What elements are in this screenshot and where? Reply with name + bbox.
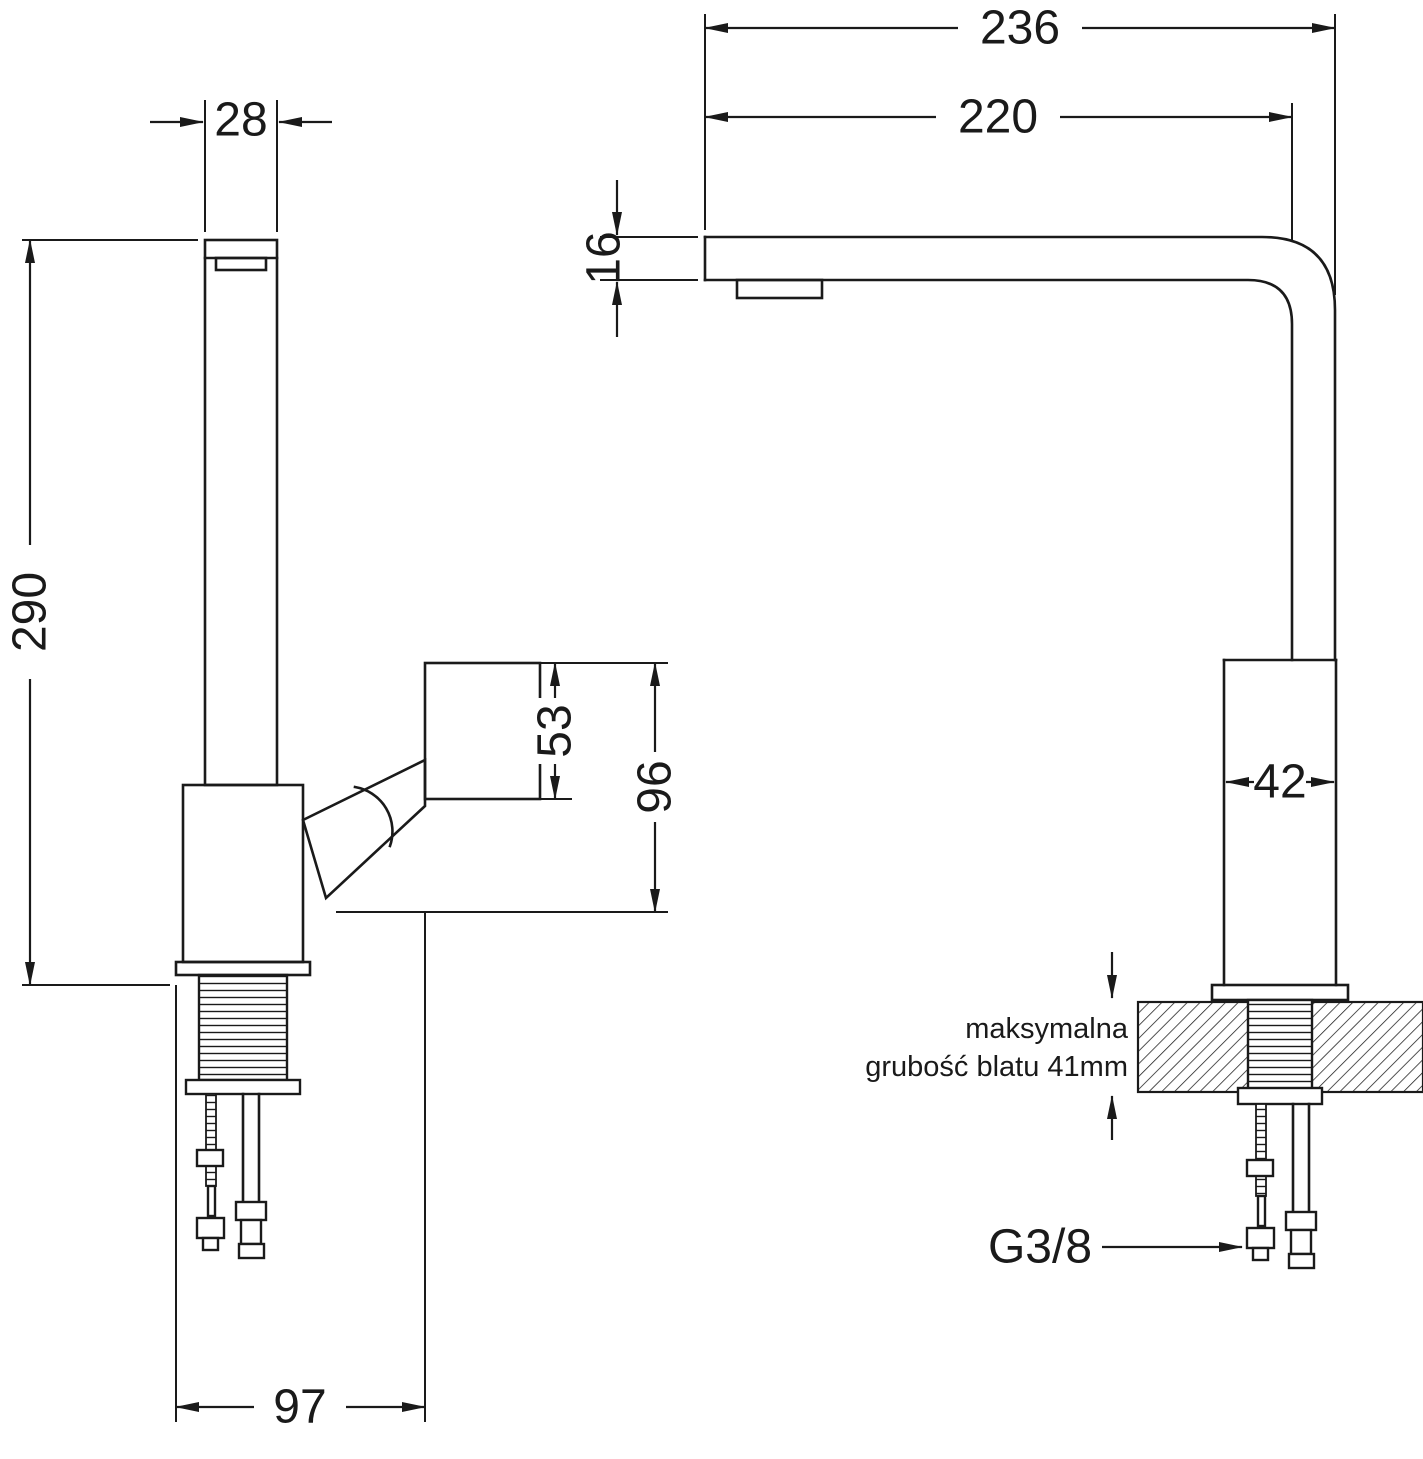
dim96-mask (628, 752, 682, 822)
side-threaded-stud (197, 973, 289, 1082)
dim-total-height: 290 (4, 572, 57, 652)
dim-spout-width: 28 (214, 94, 267, 147)
front-rod-stem (1256, 1194, 1267, 1228)
dim290-mask (4, 545, 58, 679)
front-base-flange (1210, 983, 1350, 1002)
front-view (703, 235, 1423, 1270)
front-spout-inner-edge (703, 278, 1294, 662)
side-hose-cap (237, 1242, 266, 1260)
front-rod-end-nut (1245, 1226, 1276, 1250)
dim53-mask (528, 698, 582, 764)
dim97-mask (254, 1381, 346, 1433)
dim-spout-thickness: 16 (578, 231, 631, 284)
dim220-mask (936, 92, 1060, 142)
side-washer (184, 1078, 302, 1096)
side-hose-fitting (239, 1218, 263, 1246)
front-aerator (735, 278, 824, 300)
front-hose-nut (1284, 1210, 1318, 1232)
front-rod-nut (1245, 1158, 1275, 1178)
thread-size-label: G3/8 (988, 1221, 1092, 1274)
front-view-dimensions: 236 220 16 42 maksymalna grubość blatu 4… (578, 2, 1336, 1274)
side-handle-pivot-line (353, 785, 394, 848)
front-hose-cap (1287, 1252, 1316, 1270)
front-mounting-rod (1255, 1103, 1267, 1197)
dim236-mask (958, 3, 1082, 53)
dim-overall-reach: 236 (980, 2, 1060, 55)
side-rod-end-nut (195, 1216, 226, 1240)
side-spout-cap-detail (214, 256, 268, 272)
side-spout-column (203, 238, 279, 787)
countertop-note-line2: grubość blatu 41mm (865, 1051, 1128, 1083)
front-rod-tip (1251, 1246, 1270, 1262)
countertop-note-line1: maksymalna (965, 1013, 1129, 1045)
front-threaded-stud (1246, 998, 1314, 1094)
dim-handle-assembly-height: 96 (629, 760, 682, 813)
side-view-dimensions: 28 290 53 96 97 (4, 94, 682, 1434)
side-mounting-rod (205, 1093, 217, 1187)
side-hose-nut (234, 1200, 268, 1222)
side-rod-tip (201, 1236, 220, 1252)
front-spout-outer-edge (703, 235, 1337, 662)
side-handle-blade (423, 661, 542, 801)
dim-base-depth: 97 (273, 1381, 326, 1434)
dim-spout-reach: 220 (958, 91, 1038, 144)
front-mounting-nut (1236, 1086, 1324, 1106)
dim-body-width: 42 (1253, 756, 1306, 809)
side-base-flange (174, 960, 312, 977)
side-handle-neck (301, 757, 427, 901)
side-rod-nut (195, 1148, 225, 1168)
dim-handle-height: 53 (529, 704, 582, 757)
side-rod-stem (206, 1184, 217, 1218)
front-hose-fitting (1289, 1228, 1313, 1256)
side-view (174, 238, 542, 1260)
side-faucet-body (181, 783, 305, 964)
